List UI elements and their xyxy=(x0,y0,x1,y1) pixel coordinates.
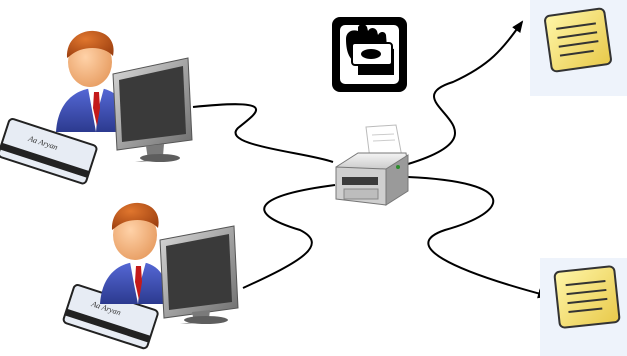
edge-printer-note1[interactable] xyxy=(408,22,522,164)
note-1 xyxy=(530,0,627,96)
monitor-icon xyxy=(160,226,238,324)
sticky-note-icon[interactable] xyxy=(554,266,620,328)
monitor-icon xyxy=(113,58,192,162)
edge-printer-note2[interactable] xyxy=(408,177,548,296)
person-icon xyxy=(100,203,170,304)
printer-icon[interactable] xyxy=(336,125,408,205)
user-1: Aa Aryan xyxy=(0,31,192,185)
user-2: Aa Aryan xyxy=(63,203,238,349)
hand-holding-card-icon[interactable] xyxy=(332,17,407,92)
edge-user1-printer xyxy=(193,104,333,162)
note-2 xyxy=(540,258,627,356)
sticky-note-icon[interactable] xyxy=(544,8,611,72)
edge-user2-printer xyxy=(243,185,335,288)
